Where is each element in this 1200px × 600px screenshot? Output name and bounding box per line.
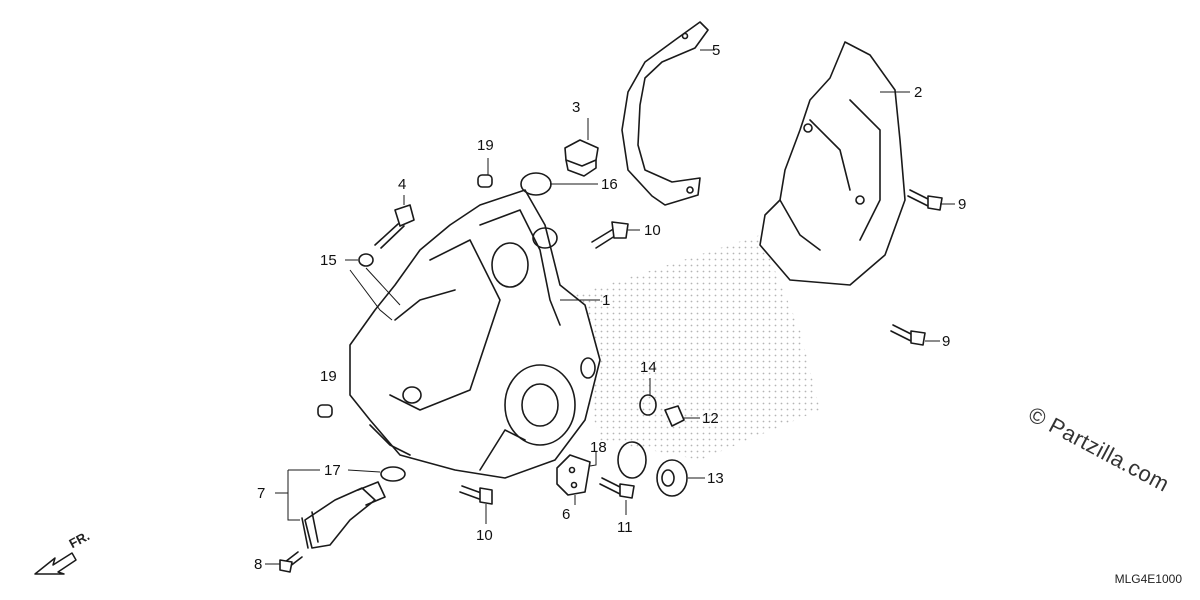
part-label-8: 8 [254, 556, 263, 573]
part-label-7: 7 [257, 485, 266, 502]
part-label-19-upper: 19 [477, 137, 494, 154]
o-ring-14-part [639, 394, 657, 416]
washer-15-part [358, 253, 374, 267]
plate-6-part [556, 454, 591, 496]
bolt-10-upper-part [591, 221, 629, 249]
part-label-13: 13 [707, 470, 724, 487]
part-label-14: 14 [640, 359, 657, 376]
dotted-projection-area [560, 235, 820, 460]
part-label-19-lower: 19 [320, 368, 337, 385]
leader-lines [265, 49, 955, 565]
sensor-assembly-7-part [301, 481, 386, 549]
o-ring-17-part [380, 466, 406, 482]
part-label-15: 15 [320, 252, 337, 269]
left-crankcase-cover-part [349, 189, 601, 479]
o-ring-16-part [520, 172, 552, 196]
part-label-16: 16 [601, 176, 618, 193]
part-label-18: 18 [590, 439, 607, 456]
part-label-10-lower: 10 [476, 527, 493, 544]
bolt-9-lower-part [890, 324, 926, 346]
oil-filler-cap-part [564, 139, 599, 177]
part-label-9-upper: 9 [958, 196, 967, 213]
dowel-pin-19-top-part [477, 174, 493, 188]
bolt-4-part [374, 204, 415, 249]
o-ring-13-part [617, 441, 647, 479]
part-label-9-lower: 9 [942, 333, 951, 350]
bolt-11-part [599, 477, 635, 499]
plug-12-part [664, 405, 685, 427]
bolt-10-lower-part [459, 485, 493, 505]
chain-guard-plate-part [621, 21, 709, 206]
part-label-12: 12 [702, 410, 719, 427]
part-label-3: 3 [572, 99, 581, 116]
dowel-pin-19-left-part [317, 404, 333, 418]
bolt-9-upper-part [907, 189, 943, 211]
part-label-10-upper: 10 [644, 222, 661, 239]
sprocket-cover-part [759, 41, 906, 286]
part-label-17: 17 [324, 462, 341, 479]
part-label-2: 2 [914, 84, 923, 101]
front-direction-arrow-icon [34, 552, 77, 575]
part-label-6: 6 [562, 506, 571, 523]
diagram-code: MLG4E1000 [1114, 572, 1182, 586]
bolt-8-part [279, 551, 303, 573]
cap-13-part [656, 459, 688, 497]
part-label-11: 11 [617, 519, 633, 536]
part-label-1: 1 [602, 292, 611, 309]
part-label-5: 5 [712, 42, 721, 59]
part-label-4: 4 [398, 176, 407, 193]
